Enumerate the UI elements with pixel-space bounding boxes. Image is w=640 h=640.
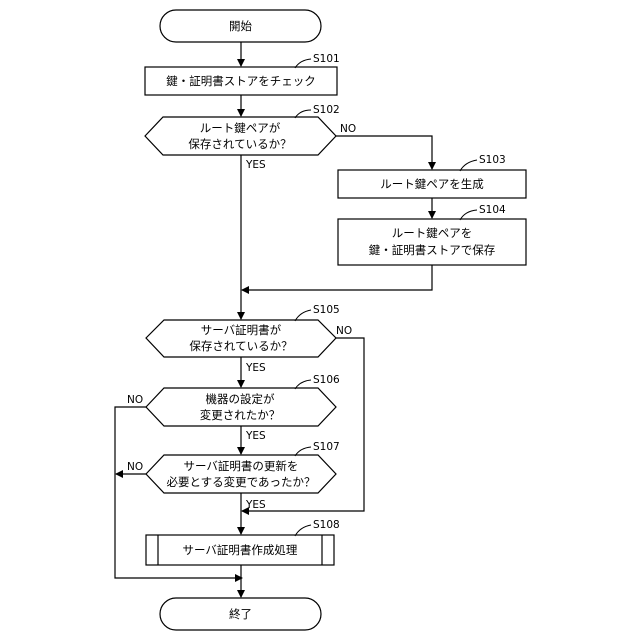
s107-line2: 必要とする変更であったか？ bbox=[166, 475, 315, 489]
s108-step-label: S108 bbox=[313, 519, 340, 531]
connector-s102-no-s103 bbox=[336, 136, 432, 169]
s106-yes-label: YES bbox=[245, 430, 266, 442]
s104-line2: 鍵・証明書ストアで保存 bbox=[369, 243, 496, 257]
s105-yes-label: YES bbox=[245, 362, 266, 374]
s108-text: サーバ証明書作成処理 bbox=[183, 543, 298, 557]
s105-line1: サーバ証明書が bbox=[201, 323, 282, 337]
s108-leader bbox=[295, 525, 311, 536]
end-label: 終了 bbox=[229, 607, 252, 621]
s102-line2: 保存されているか？ bbox=[188, 137, 291, 151]
s102-step-label: S102 bbox=[313, 104, 340, 116]
s102-line1: ルート鍵ペアが bbox=[200, 121, 281, 135]
s106-line2: 変更されたか？ bbox=[200, 408, 281, 422]
s103-leader bbox=[460, 160, 477, 171]
s105-no-label: NO bbox=[336, 325, 352, 337]
s101-text: 鍵・証明書ストアをチェック bbox=[166, 74, 316, 88]
s102-yes-label: YES bbox=[245, 159, 266, 171]
s107-yes-label: YES bbox=[245, 499, 266, 511]
start-label: 開始 bbox=[229, 19, 252, 33]
s103-step-label: S103 bbox=[479, 154, 506, 166]
s102-no-label: NO bbox=[340, 123, 356, 135]
s107-line1: サーバ証明書の更新を bbox=[184, 459, 299, 473]
s101-step-label: S101 bbox=[313, 53, 340, 65]
connector-s104-merge bbox=[242, 265, 432, 290]
s105-line2: 保存されているか？ bbox=[189, 339, 292, 353]
s106-step-label: S106 bbox=[313, 374, 340, 386]
s104-step-label: S104 bbox=[479, 204, 506, 216]
s107-step-label: S107 bbox=[313, 441, 340, 453]
s107-no-label: NO bbox=[127, 461, 143, 473]
s103-text: ルート鍵ペアを生成 bbox=[380, 177, 484, 191]
s105-step-label: S105 bbox=[313, 304, 340, 316]
s106-no-label: NO bbox=[127, 394, 143, 406]
s104-line1: ルート鍵ペアを bbox=[392, 226, 473, 240]
s105-leader bbox=[295, 310, 311, 321]
s106-line1: 機器の設定が bbox=[206, 392, 275, 406]
